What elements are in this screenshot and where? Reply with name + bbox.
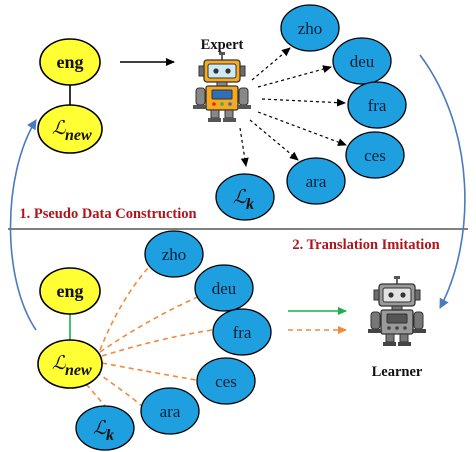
bottom-node-lk: ℒ k xyxy=(75,405,135,451)
top-section: eng ℒ new Expert xyxy=(19,4,407,222)
expert-label: Expert xyxy=(201,37,244,53)
edge-to-deu xyxy=(99,295,201,353)
bottom-lnew-subscript: new xyxy=(65,362,92,379)
right-curved-arrow xyxy=(419,54,466,309)
bottom-node-deu: deu xyxy=(194,264,254,312)
robot-icon-orange xyxy=(193,52,251,122)
edge-to-lk xyxy=(85,383,111,413)
top-lk-subscript: k xyxy=(246,196,254,213)
edge-to-ara xyxy=(95,371,143,407)
edge-to-ces xyxy=(101,362,197,381)
arrow-to-deu xyxy=(257,65,332,88)
top-expert-arrows xyxy=(239,47,347,167)
stage-1-label: 1. Pseudo Data Construction xyxy=(19,206,196,222)
top-node-ara: ara xyxy=(286,157,346,205)
top-lk-script-l: ℒ xyxy=(233,187,248,208)
bottom-node-zho: zho xyxy=(144,230,204,278)
edge-to-fra xyxy=(101,329,213,357)
top-eng-label: eng xyxy=(57,52,84,72)
top-fra-label: fra xyxy=(368,96,387,115)
top-eng-node: eng xyxy=(39,38,101,86)
top-node-fra: fra xyxy=(347,81,407,129)
bottom-node-fra: fra xyxy=(212,308,272,356)
stage-2-label: 2. Translation Imitation xyxy=(292,237,439,253)
arrow-to-lk xyxy=(239,127,249,167)
top-deu-label: deu xyxy=(350,52,375,71)
arrow-to-fra xyxy=(261,98,346,107)
bottom-lk-subscript: k xyxy=(106,427,114,444)
robot-icon-gray xyxy=(368,276,426,346)
bottom-language-nodes: zho deu fra ces ara ℒ k xyxy=(75,230,272,451)
left-curved-arrow xyxy=(9,119,37,331)
bottom-lnew-node: ℒ new xyxy=(37,339,103,389)
top-ara-label: ara xyxy=(306,172,327,191)
bottom-eng-node: eng xyxy=(39,267,101,315)
bottom-dashed-edges xyxy=(85,267,213,413)
top-node-ces: ces xyxy=(345,131,405,179)
bottom-zho-label: zho xyxy=(162,245,187,264)
bottom-ces-label: ces xyxy=(215,372,237,391)
bottom-section: 2. Translation Imitation eng ℒ new xyxy=(37,230,440,451)
top-ces-label: ces xyxy=(364,146,386,165)
bottom-node-ces: ces xyxy=(196,357,256,405)
bottom-deu-label: deu xyxy=(212,279,237,298)
top-node-deu: deu xyxy=(332,37,392,85)
bottom-lk-script-l: ℒ xyxy=(93,418,108,439)
top-lnew-script-l: ℒ xyxy=(52,118,67,139)
top-zho-label: zho xyxy=(298,19,323,38)
edge-to-zho xyxy=(99,267,149,351)
top-language-nodes: zho deu fra ces ara ℒ k xyxy=(215,4,407,221)
top-lnew-subscript: new xyxy=(65,127,92,144)
learner-label: Learner xyxy=(372,364,423,380)
arrow-to-ces xyxy=(257,111,347,146)
bottom-ara-label: ara xyxy=(160,402,181,421)
bottom-node-ara: ara xyxy=(140,387,200,435)
top-node-zho: zho xyxy=(280,4,340,52)
arrow-to-zho xyxy=(251,47,291,81)
top-node-lk: ℒ k xyxy=(215,173,275,221)
bottom-lnew-script-l: ℒ xyxy=(52,353,67,374)
bottom-eng-label: eng xyxy=(57,281,84,301)
bottom-fra-label: fra xyxy=(233,323,252,342)
top-lnew-node: ℒ new xyxy=(37,104,103,154)
arrow-to-ara xyxy=(249,119,299,161)
